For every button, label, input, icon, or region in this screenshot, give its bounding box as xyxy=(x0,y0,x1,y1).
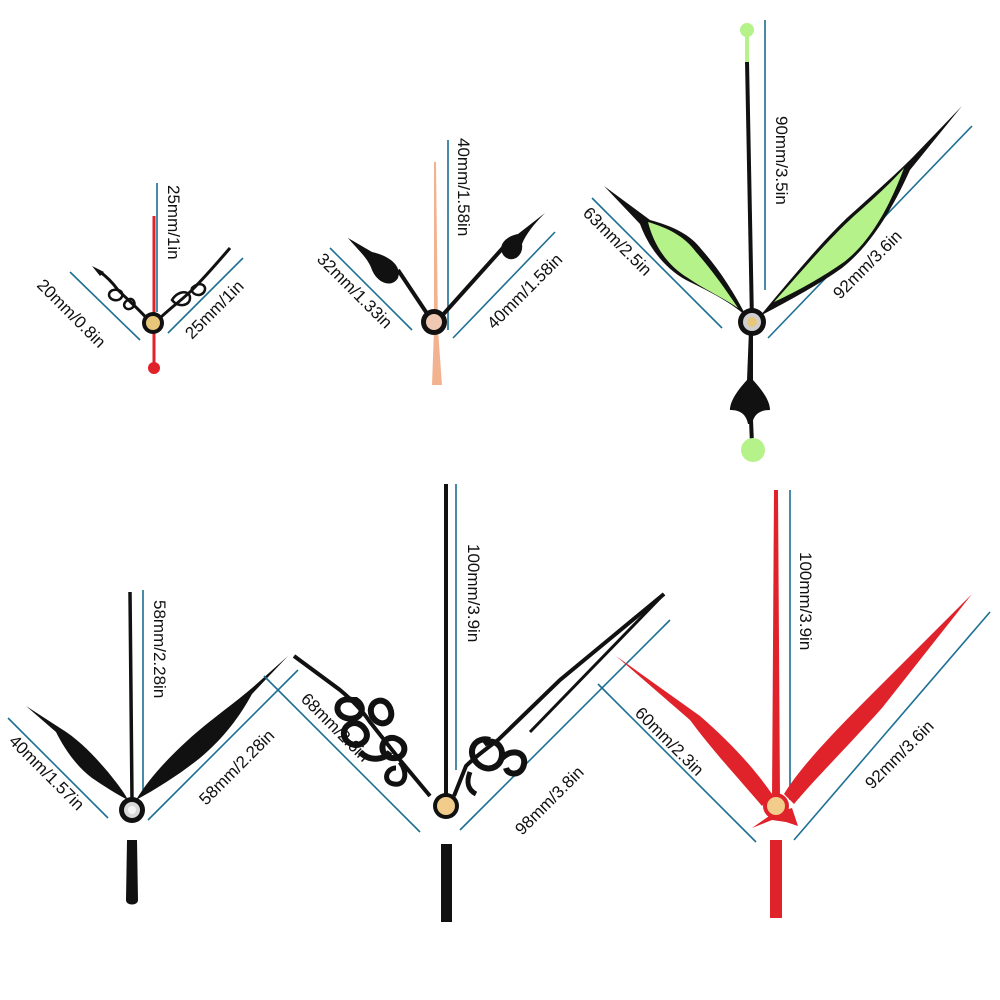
hour-hand xyxy=(26,706,128,800)
dimension-lines xyxy=(329,140,556,339)
hand-set-4: 58mm/2.28in 40mm/1.57in 58mm/2.28in xyxy=(5,590,299,905)
second-hand xyxy=(770,490,782,918)
dimension-lines xyxy=(69,183,244,341)
minute-hand xyxy=(784,594,972,804)
center-hub xyxy=(119,797,145,823)
dimension-lines xyxy=(597,490,991,843)
center-hub xyxy=(421,309,447,335)
minute-hand xyxy=(452,592,666,797)
center-hub xyxy=(738,308,766,336)
minute-hand-length-label: 92mm/3.6in xyxy=(861,717,937,793)
hour-hand xyxy=(616,656,772,806)
minute-hand xyxy=(136,656,288,800)
hour-hand xyxy=(92,266,152,323)
second-hand xyxy=(730,23,770,462)
hand-set-5: 100mm/3.9in 68mm/2.6in 98mm/3.8in xyxy=(263,484,671,922)
center-hub xyxy=(433,793,459,819)
second-hand-length-label: 40mm/1.58in xyxy=(454,138,473,236)
minute-hand xyxy=(760,106,962,316)
second-hand-length-label: 90mm/3.5in xyxy=(772,116,791,205)
hand-set-1: 25mm/1in 20mm/0.8in 25mm/1in xyxy=(33,183,248,374)
second-hand xyxy=(148,216,160,374)
second-hand-length-label: 58mm/2.28in xyxy=(150,600,169,698)
dimension-lines xyxy=(263,484,671,833)
minute-hand xyxy=(156,247,232,322)
center-hub xyxy=(763,793,789,819)
minute-hand-length-label: 98mm/3.8in xyxy=(511,763,587,839)
hour-hand xyxy=(348,238,432,320)
hour-hand-length-label: 63mm/2.5in xyxy=(579,203,655,279)
center-hub xyxy=(142,312,164,334)
second-hand xyxy=(432,162,442,385)
hour-hand xyxy=(292,654,432,798)
second-hand-length-label: 100mm/3.9in xyxy=(464,544,483,642)
second-hand-length-label: 100mm/3.9in xyxy=(796,552,815,650)
hand-set-2: 40mm/1.58in 32mm/1.33in 40mm/1.58in xyxy=(313,138,566,385)
second-hand-length-label: 25mm/1in xyxy=(164,185,183,260)
hand-set-6: 100mm/3.9in 60mm/2.3in 92mm/3.6in xyxy=(597,490,991,918)
second-hand xyxy=(126,591,138,905)
hour-hand-length-label: 20mm/0.8in xyxy=(33,275,109,351)
second-hand xyxy=(441,484,452,922)
hand-set-3: 90mm/3.5in 63mm/2.5in 92mm/3.6in xyxy=(579,20,973,462)
minute-hand xyxy=(438,213,545,320)
dimension-lines xyxy=(7,590,299,821)
hour-hand xyxy=(604,186,746,316)
